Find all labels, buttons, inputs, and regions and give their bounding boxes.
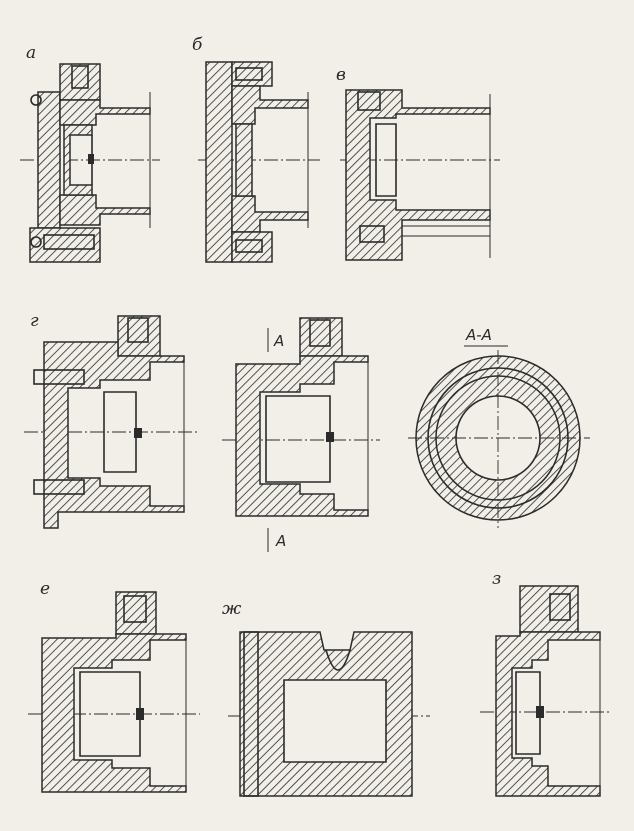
section-marker-top: А	[273, 332, 284, 350]
bolt	[43, 234, 95, 250]
threaded-hole	[309, 319, 331, 347]
section-view: А-А	[408, 326, 590, 528]
cylinder-body	[495, 631, 601, 797]
cylinder-body	[43, 341, 185, 529]
figure-label-z: з	[492, 569, 501, 589]
section-marker-bottom: А	[275, 532, 286, 550]
inlet-channel	[325, 649, 351, 671]
section-title: А-А	[465, 326, 492, 344]
figure-label-b: б	[192, 35, 203, 55]
nozzle-boss	[299, 317, 343, 357]
bolt-top	[33, 369, 85, 385]
figure-zh: ж	[222, 599, 430, 797]
top-bolt-flange	[231, 61, 273, 87]
piston-cavity	[265, 395, 331, 483]
center-boss	[134, 428, 142, 438]
figure-label-e: е	[40, 579, 50, 599]
piston-cavity	[79, 671, 141, 757]
figure-g-alt: А А	[222, 317, 380, 552]
pin-top	[30, 94, 42, 106]
figure-label-g: г	[30, 311, 39, 331]
end-cap	[243, 631, 259, 797]
piston-cavity	[375, 123, 397, 197]
body-upper	[231, 85, 309, 125]
figure-a: а	[20, 43, 160, 263]
figure-e: е	[28, 579, 200, 793]
center-boss	[88, 154, 94, 164]
threaded-hole	[71, 65, 89, 89]
figure-label-a: а	[26, 43, 36, 63]
figure-g: г	[24, 311, 200, 529]
figure-z: з	[480, 569, 610, 797]
body-upper-wall	[59, 99, 151, 126]
nozzle-boss	[59, 63, 101, 101]
cylinder-body	[345, 89, 491, 261]
piston-wall	[235, 123, 253, 197]
end-plate	[205, 61, 233, 263]
bolt-flange	[29, 227, 101, 263]
center-boss	[536, 706, 544, 718]
figure-label-zh: ж	[222, 599, 242, 619]
threaded-hole	[127, 317, 149, 343]
body-lower-wall	[59, 194, 151, 226]
piston-cavity	[515, 671, 541, 755]
threaded-hole	[549, 593, 571, 621]
cover-plate	[37, 91, 61, 229]
figure-label-v: в	[336, 65, 346, 85]
piston-cup	[63, 124, 93, 196]
port-bottom	[359, 225, 385, 243]
body-lower	[231, 195, 309, 233]
bolt-top	[235, 67, 263, 81]
piston-cavity	[283, 679, 387, 763]
nozzle-boss	[117, 315, 161, 357]
figure-v: в	[336, 65, 500, 261]
piston-cavity	[103, 391, 137, 473]
pin-bottom	[30, 236, 42, 248]
nozzle-boss	[115, 591, 157, 635]
cylinder-body	[235, 355, 369, 517]
bolt-bottom	[33, 479, 85, 495]
port-top	[357, 91, 381, 111]
center-boss	[326, 432, 334, 442]
bottom-bolt-flange	[231, 231, 273, 263]
figure-b: б	[192, 35, 320, 263]
center-boss	[136, 708, 144, 720]
cylinder-body	[41, 633, 187, 793]
bolt-bottom	[235, 239, 263, 253]
threaded-hole	[123, 595, 147, 623]
